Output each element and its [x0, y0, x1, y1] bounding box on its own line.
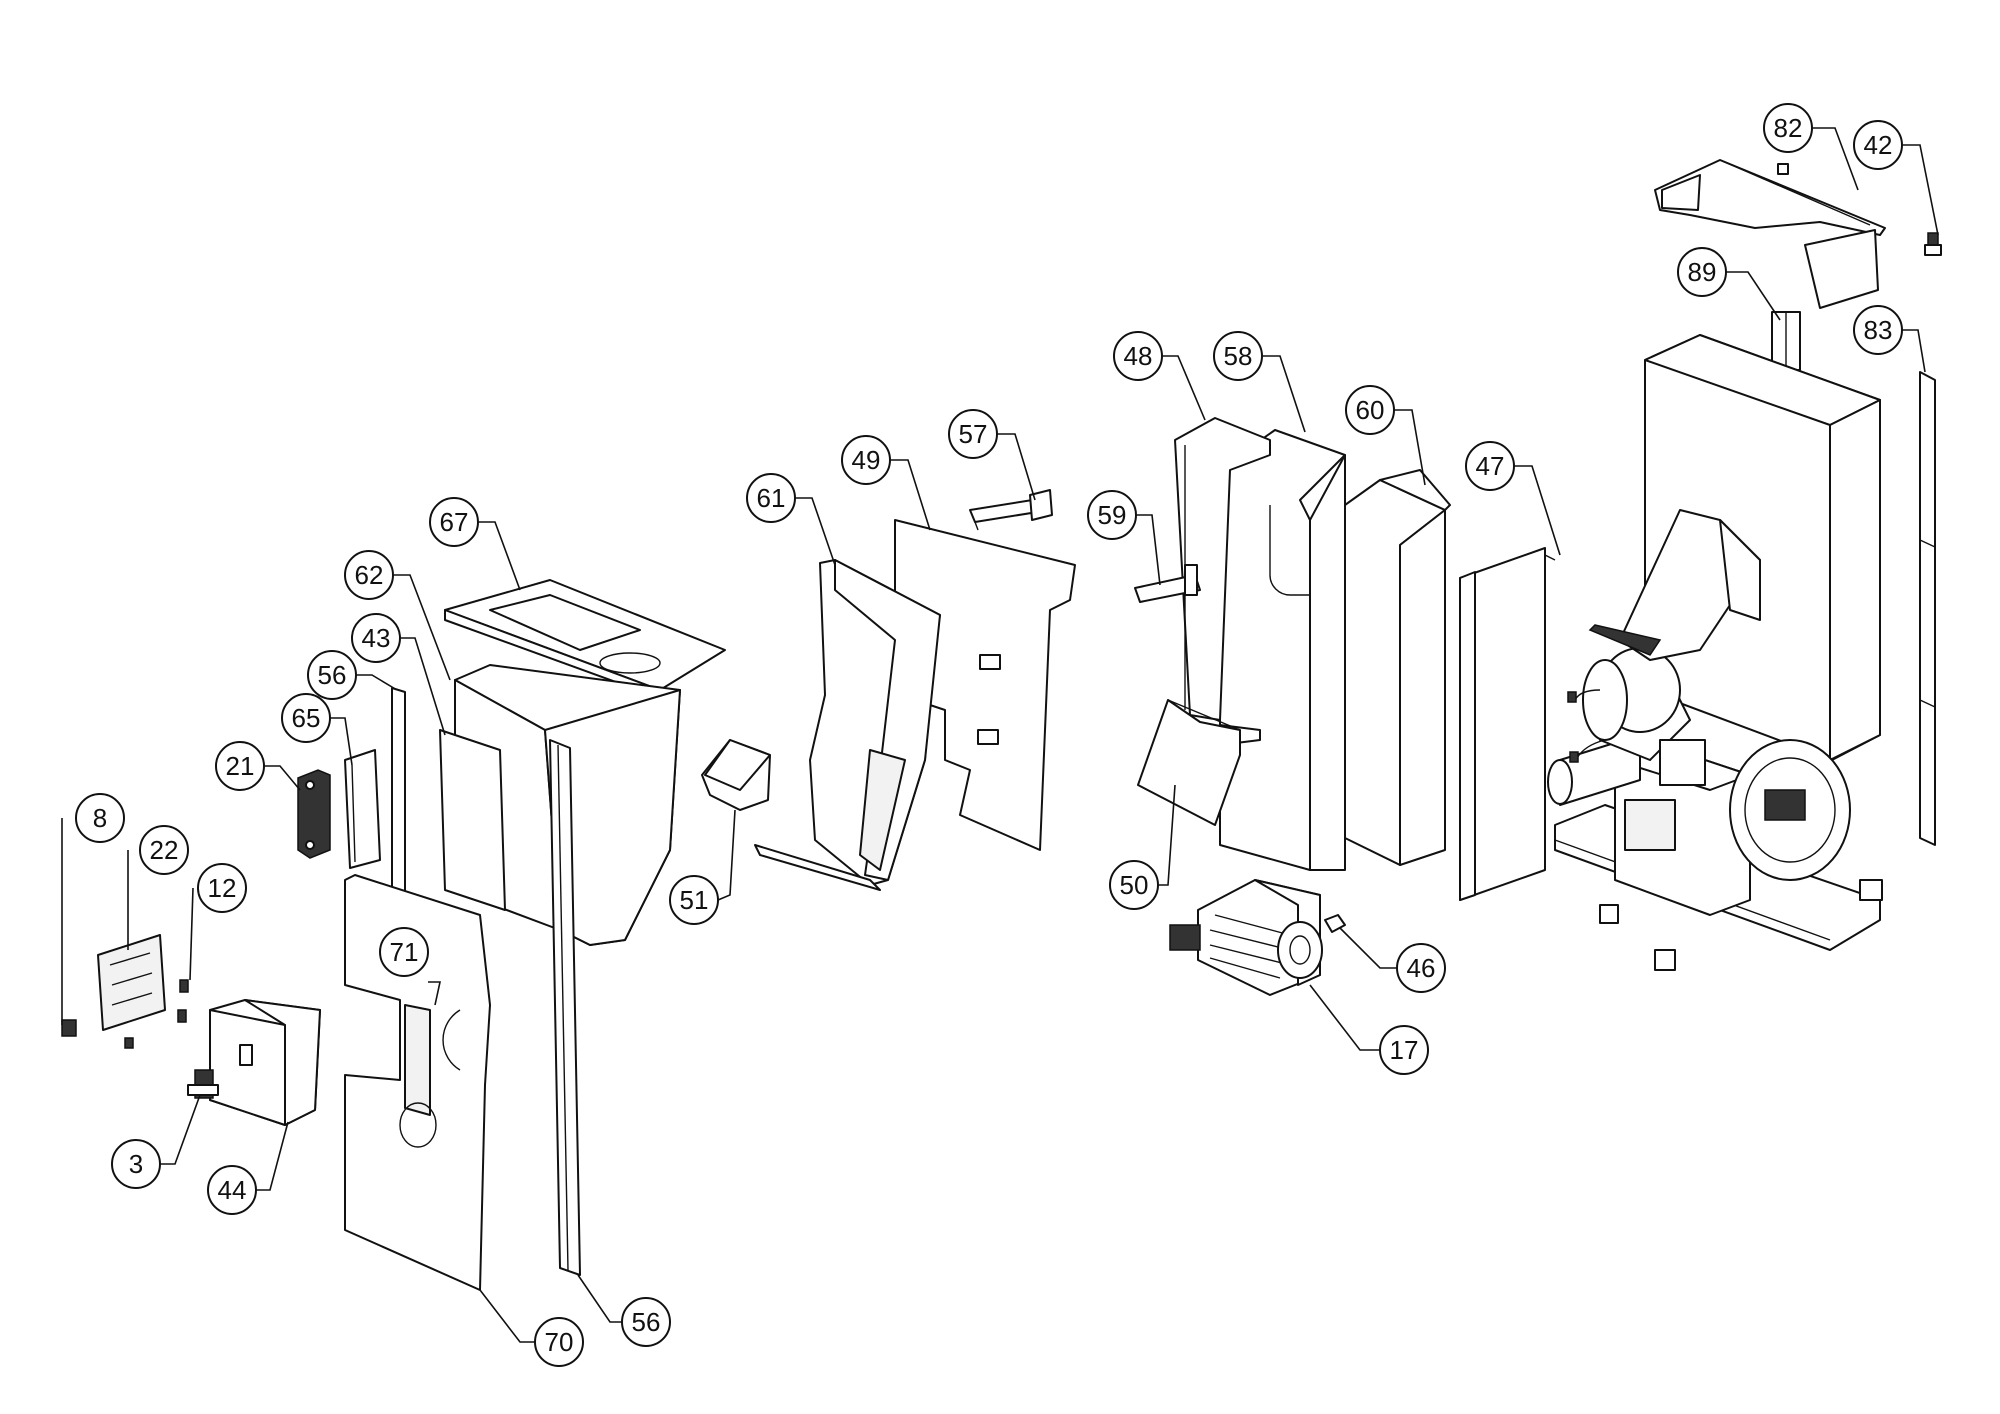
svg-text:62: 62: [355, 560, 384, 590]
callout-51: 51: [669, 875, 719, 925]
callout-60: 60: [1345, 385, 1395, 435]
svg-text:47: 47: [1476, 451, 1505, 481]
svg-text:89: 89: [1688, 257, 1717, 287]
callout-57: 57: [948, 409, 998, 459]
callout-12: 12: [197, 863, 247, 913]
svg-text:48: 48: [1124, 341, 1153, 371]
svg-text:17: 17: [1390, 1035, 1419, 1065]
part-44-electronics-box: [209, 999, 321, 1126]
svg-text:60: 60: [1356, 395, 1385, 425]
callout-56-upper: 56: [307, 650, 357, 700]
svg-text:42: 42: [1864, 130, 1893, 160]
callout-49: 49: [841, 435, 891, 485]
part-59-bracket: [1134, 564, 1201, 603]
callout-82: 82: [1763, 103, 1813, 153]
part-46-clip: [1324, 914, 1346, 933]
part-56-strip-lower: [549, 739, 581, 1276]
svg-text:46: 46: [1407, 953, 1436, 983]
part-57-bracket: [969, 489, 1053, 531]
svg-text:83: 83: [1864, 315, 1893, 345]
callout-59: 59: [1087, 490, 1137, 540]
callout-65: 65: [281, 693, 331, 743]
svg-text:12: 12: [208, 873, 237, 903]
callout-71: 71: [379, 927, 429, 977]
svg-text:67: 67: [440, 507, 469, 537]
callout-62: 62: [344, 550, 394, 600]
svg-text:61: 61: [757, 483, 786, 513]
svg-text:57: 57: [959, 419, 988, 449]
part-17-tangential-fan: [1169, 879, 1323, 996]
part-22-circuit-board: [97, 934, 166, 1031]
callout-67: 67: [429, 497, 479, 547]
part-65-panel: [344, 749, 381, 869]
callout-47: 47: [1465, 441, 1515, 491]
svg-text:70: 70: [545, 1327, 574, 1357]
svg-text:50: 50: [1120, 870, 1149, 900]
svg-text:49: 49: [852, 445, 881, 475]
callout-61: 61: [746, 473, 796, 523]
svg-text:82: 82: [1774, 113, 1803, 143]
part-8-connector: [61, 1019, 77, 1037]
part-58-panel: [1217, 429, 1346, 871]
callout-44: 44: [207, 1165, 257, 1215]
part-50-baffle: [1137, 699, 1241, 826]
callout-22: 22: [139, 825, 189, 875]
callout-43: 43: [351, 613, 401, 663]
svg-text:71: 71: [390, 937, 419, 967]
svg-text:8: 8: [93, 803, 107, 833]
part-83-side-strip: [1919, 371, 1936, 846]
part-51-hood: [701, 739, 771, 811]
part-61-frame: [754, 559, 941, 891]
part-47-side-panel: [1459, 547, 1556, 901]
part-56-strip-upper: [391, 687, 406, 901]
callout-89: 89: [1677, 247, 1727, 297]
callout-46: 46: [1396, 943, 1446, 993]
callout-48: 48: [1113, 331, 1163, 381]
svg-text:21: 21: [226, 751, 255, 781]
svg-text:22: 22: [150, 835, 179, 865]
part-70-front-panel: [344, 874, 491, 1291]
part-82-top-deflector: [1654, 159, 1886, 309]
svg-text:51: 51: [680, 885, 709, 915]
part-21-control-module: [297, 769, 331, 859]
part-67-top-plate: [444, 579, 726, 699]
svg-text:56: 56: [318, 660, 347, 690]
callout-83: 83: [1853, 305, 1903, 355]
callout-3: 3: [111, 1139, 161, 1189]
callout-58: 58: [1213, 331, 1263, 381]
svg-text:43: 43: [362, 623, 391, 653]
svg-text:65: 65: [292, 703, 321, 733]
part-60-channel: [1344, 469, 1451, 866]
callout-17: 17: [1379, 1025, 1429, 1075]
callout-42: 42: [1853, 120, 1903, 170]
part-43-plate: [439, 729, 506, 911]
part-3-switch: [187, 1069, 219, 1099]
svg-text:44: 44: [218, 1175, 247, 1205]
part-49-plate: [894, 519, 1076, 851]
callout-21: 21: [215, 741, 265, 791]
boiler-main-assembly: [1547, 334, 1883, 971]
part-12-screws: [124, 979, 189, 1049]
svg-text:59: 59: [1098, 500, 1127, 530]
leader-lines: [61, 127, 1939, 1343]
svg-text:56: 56: [632, 1307, 661, 1337]
callout-56-lower: 56: [621, 1297, 671, 1347]
part-89-strip: [1771, 311, 1801, 371]
svg-text:58: 58: [1224, 341, 1253, 371]
callout-70: 70: [534, 1317, 584, 1367]
part-42-clip: [1924, 232, 1942, 256]
svg-text:3: 3: [129, 1149, 143, 1179]
callout-50: 50: [1109, 860, 1159, 910]
callout-8: 8: [75, 793, 125, 843]
